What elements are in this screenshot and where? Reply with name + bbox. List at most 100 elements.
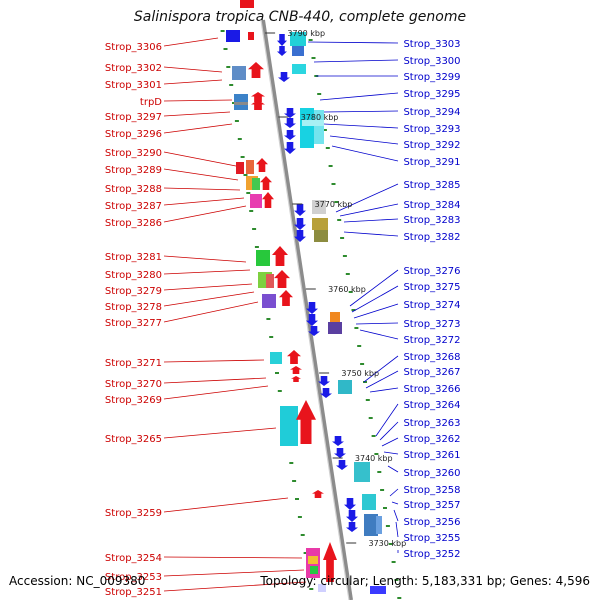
- left-gene-label[interactable]: Strop_3251: [105, 587, 162, 598]
- left-gene-label[interactable]: Strop_3297: [105, 112, 162, 123]
- tick-mark: [385, 525, 390, 527]
- right-gene-label[interactable]: Strop_3299: [403, 72, 460, 83]
- leader-line: [355, 322, 399, 325]
- right-gene-label[interactable]: Strop_3293: [403, 124, 460, 135]
- tick-mark: [377, 471, 382, 473]
- tick-mark: [309, 588, 314, 590]
- right-gene-label[interactable]: Strop_3273: [403, 319, 460, 330]
- right-gene-label[interactable]: Strop_3252: [403, 549, 460, 560]
- right-gene-label[interactable]: Strop_3303: [403, 39, 460, 50]
- tick-mark: [226, 66, 231, 68]
- left-gene-label[interactable]: Strop_3270: [105, 379, 162, 390]
- right-gene-label[interactable]: Strop_3274: [403, 300, 460, 311]
- right-gene-label[interactable]: Strop_3264: [403, 400, 460, 411]
- left-gene-label[interactable]: Strop_3288: [105, 184, 162, 195]
- gene-block: [234, 102, 248, 105]
- left-gene-label[interactable]: Strop_3301: [105, 80, 162, 91]
- tick-mark: [397, 597, 402, 599]
- reverse-gene-arrow: [277, 34, 287, 46]
- gene-block: [280, 406, 298, 446]
- reverse-gene-arrow: [308, 326, 320, 336]
- right-gene-label[interactable]: Strop_3262: [403, 434, 460, 445]
- right-gene-label[interactable]: Strop_3256: [403, 517, 460, 528]
- forward-gene-arrow: [251, 92, 265, 102]
- left-gene-label[interactable]: Strop_3302: [105, 63, 162, 74]
- right-gene-label[interactable]: Strop_3272: [403, 335, 460, 346]
- right-gene-label[interactable]: Strop_3284: [403, 200, 460, 211]
- leader-line: [395, 521, 399, 538]
- right-gene-label[interactable]: Strop_3285: [403, 180, 460, 191]
- right-gene-label[interactable]: Strop_3300: [403, 56, 460, 67]
- left-gene-label[interactable]: Strop_3280: [105, 270, 162, 281]
- tick-mark: [360, 363, 365, 365]
- left-gene-label[interactable]: Strop_3290: [105, 148, 162, 159]
- right-gene-label[interactable]: Strop_3275: [403, 282, 460, 293]
- left-gene-label[interactable]: Strop_3287: [105, 201, 162, 212]
- backbone-highlight: [260, 19, 350, 600]
- right-gene-label[interactable]: Strop_3292: [403, 140, 460, 151]
- gene-block: [292, 46, 304, 56]
- left-gene-label[interactable]: Strop_3254: [105, 553, 162, 564]
- tick-mark: [342, 255, 347, 257]
- tick-mark: [388, 543, 393, 545]
- forward-gene-arrow: [260, 176, 272, 190]
- leader-line: [163, 187, 241, 191]
- gene-block: [312, 200, 326, 214]
- right-gene-label[interactable]: Strop_3261: [403, 450, 460, 461]
- leader-line: [163, 205, 247, 223]
- leader-line: [163, 168, 239, 181]
- right-gene-label[interactable]: Strop_3258: [403, 485, 460, 496]
- tick-mark: [303, 552, 308, 554]
- left-gene-label[interactable]: Strop_3286: [105, 218, 162, 229]
- leader-line: [163, 111, 231, 117]
- right-gene-label[interactable]: Strop_3267: [403, 367, 460, 378]
- right-gene-label[interactable]: Strop_3276: [403, 266, 460, 277]
- gene-block: [262, 294, 276, 308]
- left-gene-label[interactable]: Strop_3259: [105, 508, 162, 519]
- left-gene-label[interactable]: Strop_3265: [105, 434, 162, 445]
- left-gene-label[interactable]: Strop_3279: [105, 286, 162, 297]
- leader-line: [163, 377, 267, 384]
- right-gene-label[interactable]: Strop_3257: [403, 500, 460, 511]
- gene-block: [266, 274, 274, 288]
- right-gene-label[interactable]: Strop_3268: [403, 352, 460, 363]
- left-gene-label[interactable]: trpD: [140, 97, 162, 108]
- tick-mark: [237, 138, 242, 140]
- ruler-label: 3790 kbp: [287, 29, 325, 38]
- left-gene-label[interactable]: Strop_3277: [105, 318, 162, 329]
- tick-mark: [292, 480, 297, 482]
- left-gene-label[interactable]: Strop_3269: [105, 395, 162, 406]
- reverse-gene-arrow: [332, 436, 344, 446]
- leader-line: [163, 385, 269, 400]
- right-gene-label[interactable]: Strop_3291: [403, 157, 460, 168]
- forward-gene-arrow: [262, 192, 274, 208]
- right-gene-label[interactable]: Strop_3282: [403, 232, 460, 243]
- right-gene-label[interactable]: Strop_3283: [403, 215, 460, 226]
- right-gene-label[interactable]: Strop_3255: [403, 533, 460, 544]
- right-gene-label[interactable]: Strop_3294: [403, 107, 460, 118]
- right-gene-label[interactable]: Strop_3263: [403, 418, 460, 429]
- leader-line: [353, 303, 399, 319]
- left-gene-label[interactable]: Strop_3278: [105, 302, 162, 313]
- ruler-label: 3760 kbp: [328, 285, 366, 294]
- tick-mark: [357, 345, 362, 347]
- genome-title: Salinispora tropica CNB-440, complete ge…: [133, 9, 467, 25]
- tick-mark: [374, 453, 379, 455]
- left-gene-label[interactable]: Strop_3281: [105, 252, 162, 263]
- reverse-gene-arrow: [306, 314, 318, 326]
- left-gene-label[interactable]: Strop_3253: [105, 572, 162, 583]
- left-gene-label[interactable]: Strop_3306: [105, 42, 162, 53]
- leader-line: [351, 285, 399, 313]
- right-gene-label[interactable]: Strop_3295: [403, 89, 460, 100]
- left-gene-label[interactable]: Strop_3289: [105, 165, 162, 176]
- right-gene-label[interactable]: Strop_3266: [403, 384, 460, 395]
- right-gene-label[interactable]: Strop_3260: [403, 468, 460, 479]
- leader-line: [389, 488, 399, 497]
- left-gene-label[interactable]: Strop_3296: [105, 129, 162, 140]
- reverse-gene-arrow: [294, 204, 306, 216]
- left-gene-label[interactable]: Strop_3271: [105, 358, 162, 369]
- tick-mark: [345, 273, 350, 275]
- leader-line: [323, 110, 399, 113]
- tick-mark: [246, 192, 251, 194]
